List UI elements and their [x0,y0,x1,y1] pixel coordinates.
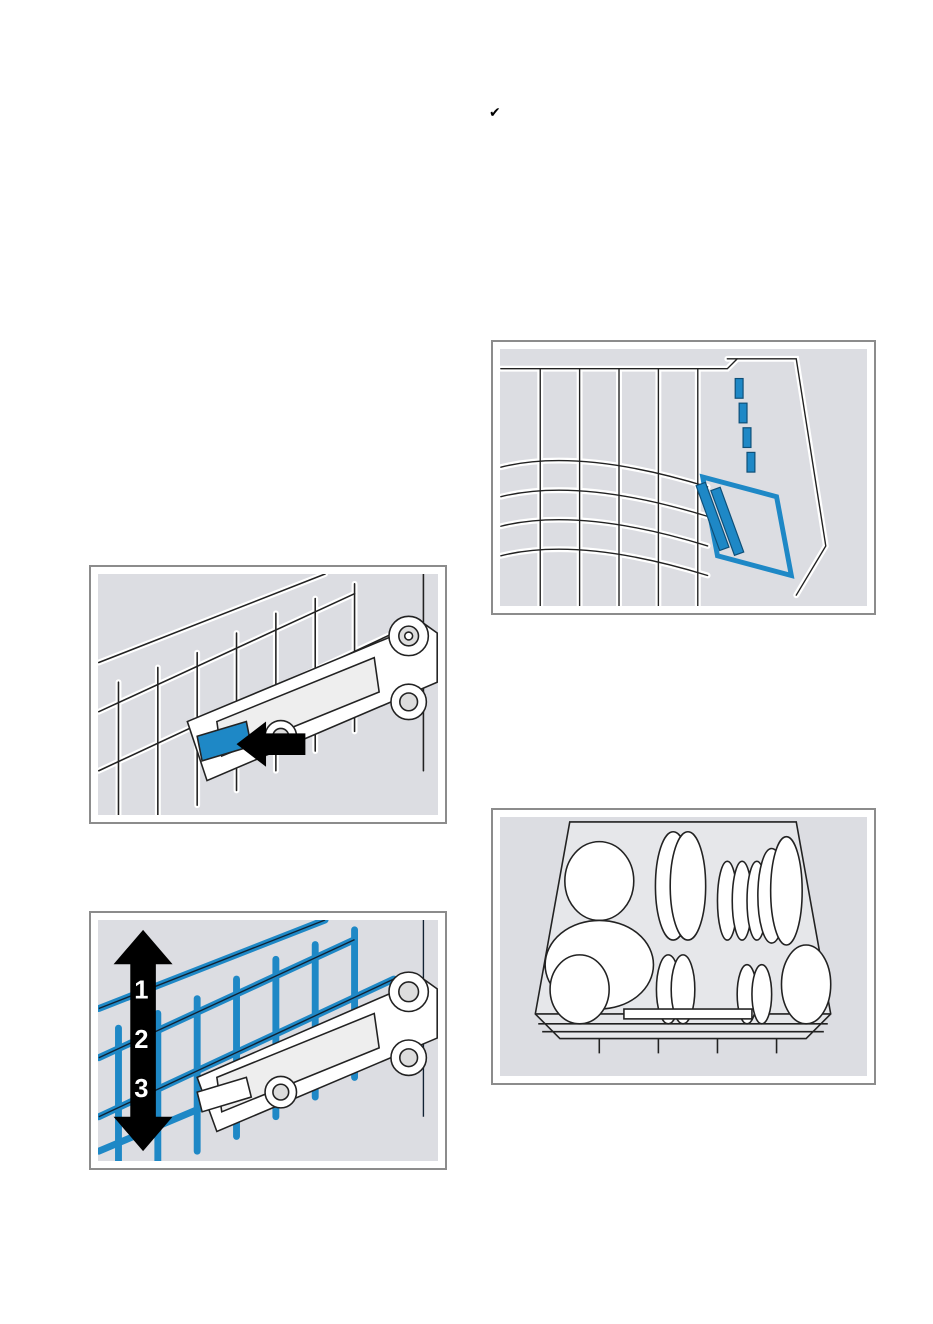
height-level-1: 1 [134,977,148,1005]
height-level-2: 2 [134,1026,148,1054]
height-adjust-illustration: 1 2 3 [98,920,438,1161]
figure-panel [98,574,438,815]
figure-foldable-tines [491,340,876,615]
figure-panel: 1 2 3 [98,920,438,1161]
rack-lever-illustration [98,574,438,815]
figure-rack-height-adjust: 1 2 3 [89,911,447,1170]
figure-rack-release-lever [89,565,447,824]
figure-panel [500,349,867,606]
loaded-rack-illustration [500,817,867,1076]
height-level-3: 3 [134,1075,148,1103]
tines-illustration [500,349,867,606]
checkmark-icon: ✔ [489,104,503,120]
figure-panel [500,817,867,1076]
figure-loaded-rack [491,808,876,1085]
